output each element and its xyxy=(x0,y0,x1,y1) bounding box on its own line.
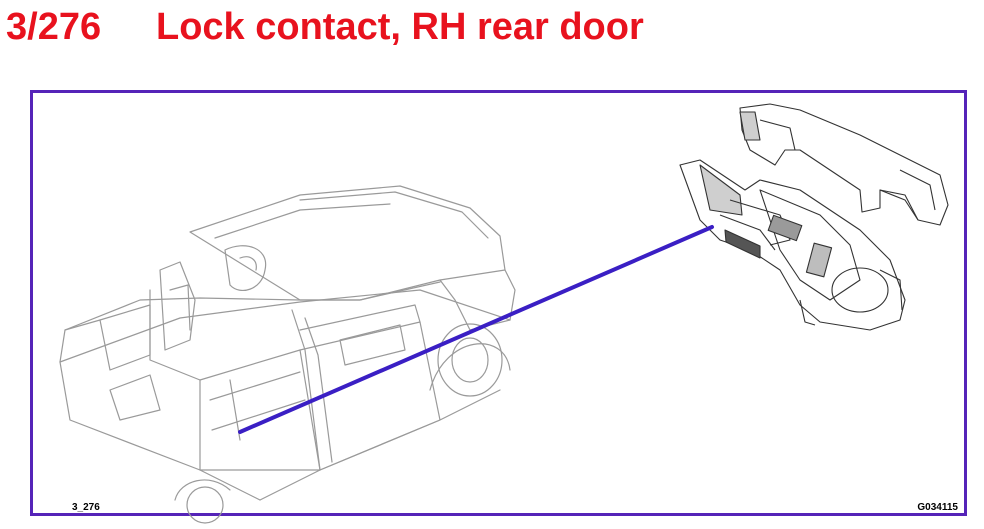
figure-ref-left: 3_276 xyxy=(72,502,100,513)
component-name: Lock contact, RH rear door xyxy=(156,6,644,48)
figure-ref-right: G034115 xyxy=(917,502,958,513)
component-code: 3/276 xyxy=(6,6,102,48)
pointer-line xyxy=(238,225,714,434)
lock-assembly-drawing xyxy=(679,103,949,331)
car-drawing xyxy=(59,185,516,524)
page-title: 3/276 Lock contact, RH rear door xyxy=(6,4,644,50)
illustration-frame xyxy=(30,90,967,516)
